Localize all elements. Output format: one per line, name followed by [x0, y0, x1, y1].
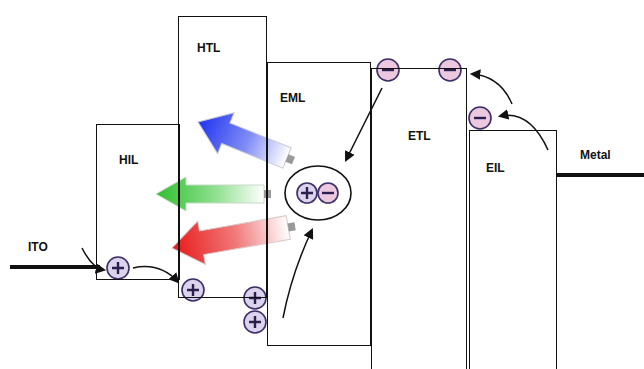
layer-band: ETL: [371, 68, 467, 369]
layer-name: ETL: [408, 129, 431, 143]
minus-signs: [322, 70, 486, 193]
green-emission-arrow: [156, 177, 271, 211]
transport-arrow: [472, 74, 512, 104]
red-emission-arrow: [168, 205, 299, 270]
electron-symbols: [318, 59, 491, 203]
injection-arrow: [82, 248, 104, 270]
plus-signs: [112, 187, 313, 328]
hole-symbols: [107, 183, 317, 333]
injection-arrow: [500, 115, 548, 150]
electrode-label: Metal: [580, 148, 611, 162]
layer-name: EML: [280, 91, 305, 105]
blue-emission-arrow: [190, 102, 302, 181]
layer-band: EIL: [469, 130, 557, 369]
electron-to-exciton-arrow: [346, 88, 382, 160]
layer-name: HIL: [119, 153, 138, 167]
layer-name: EIL: [486, 161, 505, 175]
metal-electrode: [556, 173, 644, 177]
layer-band: HIL: [96, 124, 180, 280]
layer-name: HTL: [197, 41, 220, 55]
electrode-label: ITO: [28, 240, 48, 254]
exciton-ellipse: [285, 166, 351, 220]
hole-to-exciton-arrow: [283, 230, 312, 318]
layer-band: HTL: [178, 16, 267, 298]
ito-electrode: [10, 265, 100, 269]
layer-band: EML: [267, 62, 371, 346]
